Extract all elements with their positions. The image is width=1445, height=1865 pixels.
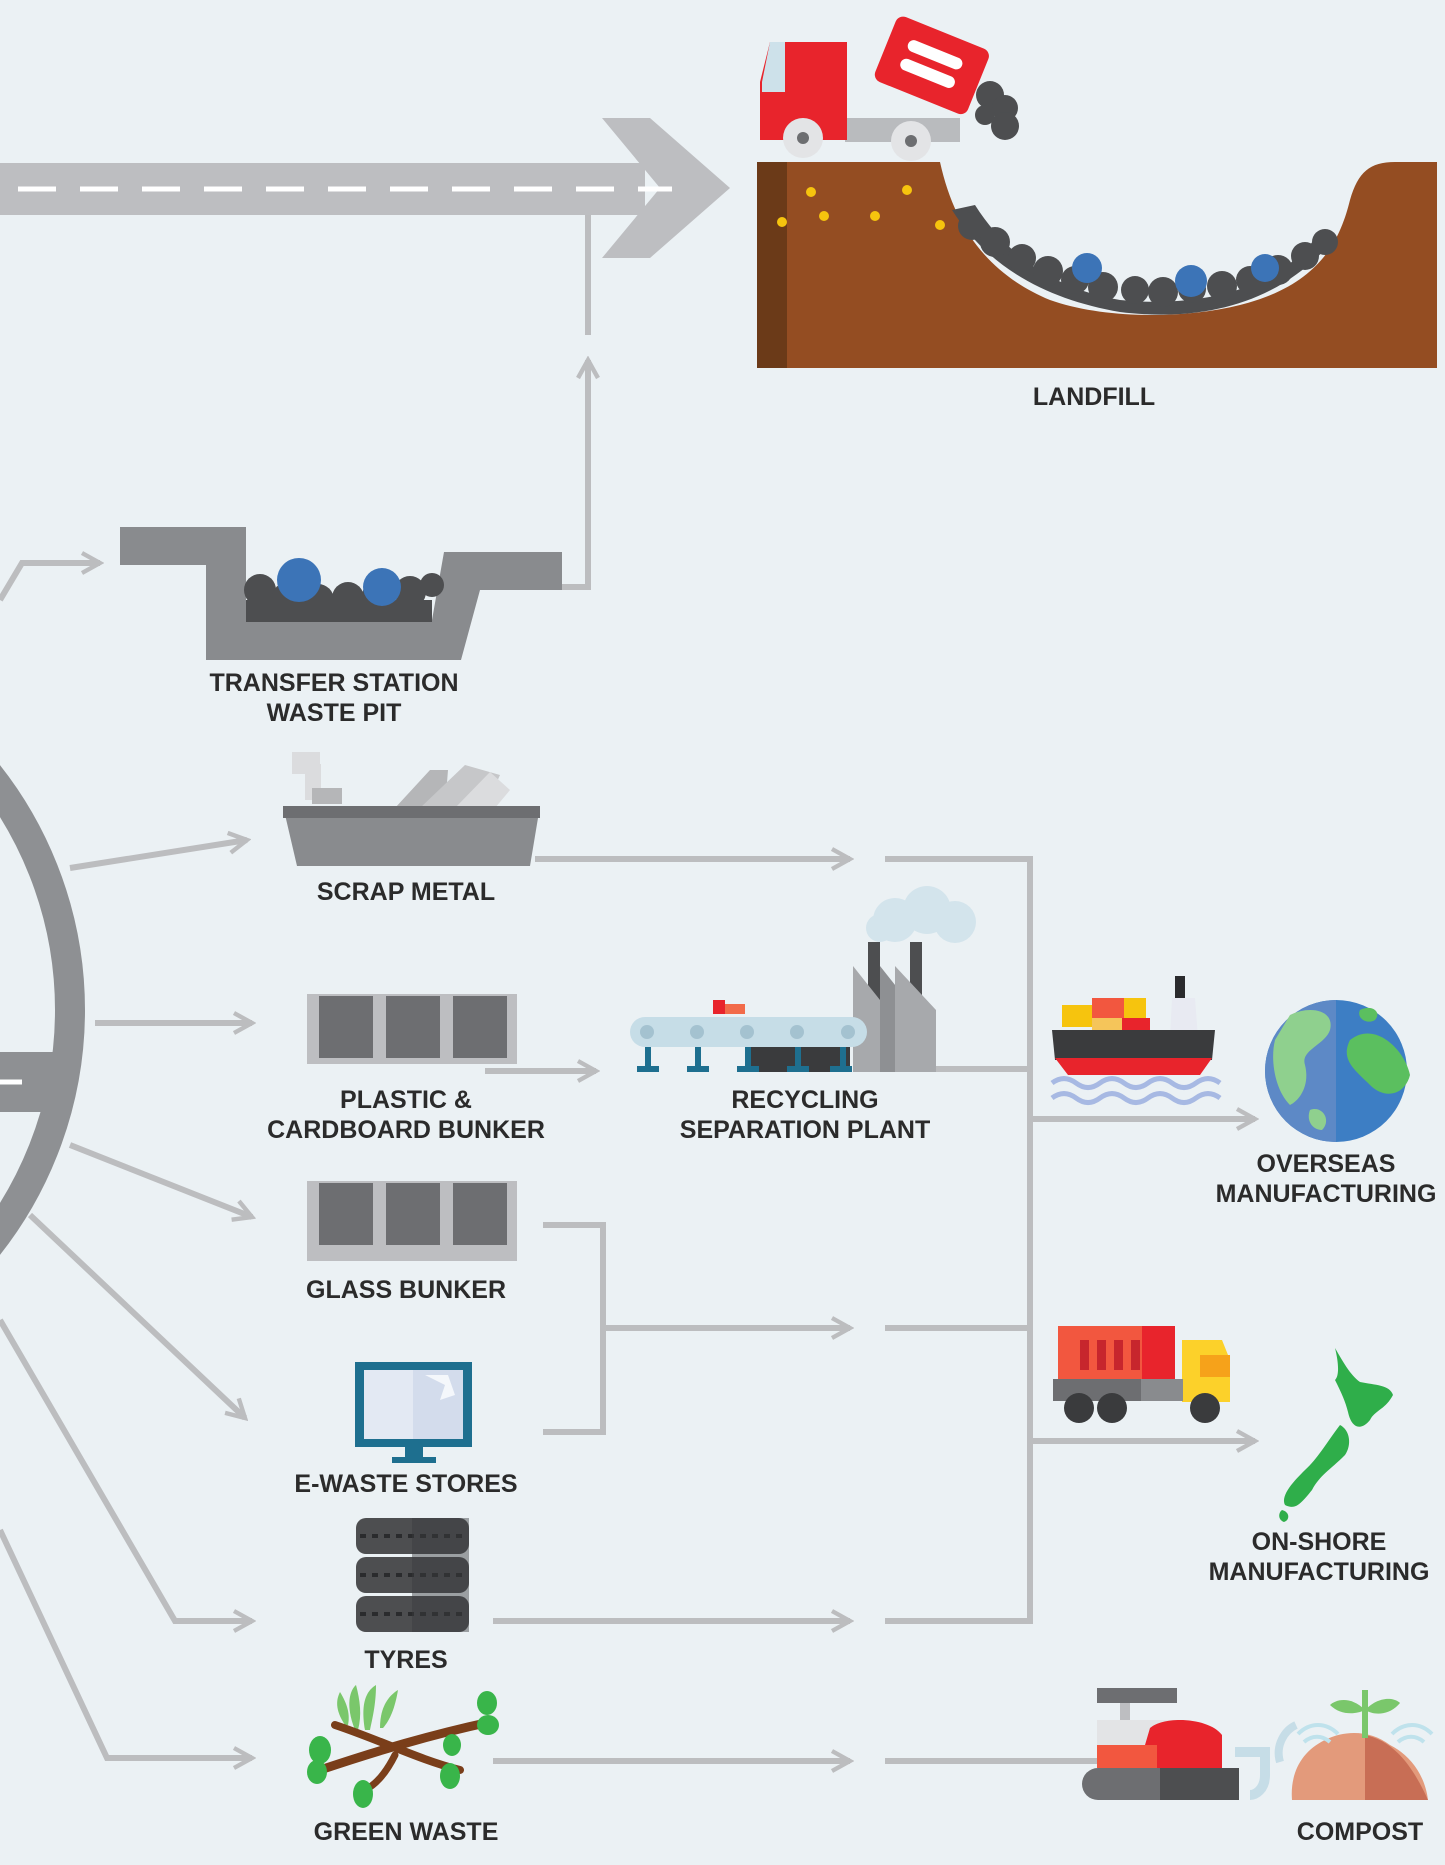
arrow-to-green-waste (0, 1528, 252, 1758)
new-zealand-map-icon (1279, 1348, 1393, 1522)
recycling-plant-label: RECYCLING SEPARATION PLANT (680, 1085, 930, 1145)
glass-bunker-label: GLASS BUNKER (305, 1276, 507, 1304)
recycling-plant-label-line2: SEPARATION PLANT (679, 1116, 931, 1144)
arrow-to-transfer-station (0, 563, 100, 602)
main-road-arrow (0, 118, 730, 258)
transfer-station-label-line1: TRANSFER STATION (209, 669, 459, 697)
composting-machine-icon (1082, 1688, 1298, 1800)
scrap-metal-bin-icon (283, 752, 540, 866)
onshore-label-line2: MANUFACTURING (1208, 1558, 1430, 1586)
onshore-label: ON-SHORE MANUFACTURING (1209, 1527, 1430, 1587)
plastic-cardboard-bunker-icon (307, 994, 517, 1064)
compost-pile-icon (1291, 1690, 1434, 1800)
flow-arrows (0, 215, 1255, 1761)
transfer-station-label: TRANSFER STATION WASTE PIT (209, 668, 458, 728)
plastic-cardboard-label: PLASTIC & CARDBOARD BUNKER (267, 1085, 545, 1145)
arrow-to-ewaste (27, 1212, 245, 1418)
green-waste-branch-icon (307, 1685, 499, 1808)
arrow-to-scrap-metal (69, 840, 247, 871)
onshore-label-line1: ON-SHORE (1251, 1528, 1387, 1556)
glass-bunker-icon (307, 1181, 517, 1261)
rubbish-bag-icon (1072, 253, 1279, 297)
overseas-label-line1: OVERSEAS (1256, 1150, 1396, 1178)
transfer-station-label-line2: WASTE PIT (266, 699, 402, 727)
transfer-station-pit-icon (120, 527, 562, 660)
glass-ewaste-join (543, 1222, 606, 1435)
recycling-plant-icon (630, 886, 976, 1072)
dump-truck-icon (760, 16, 1019, 161)
overseas-label: OVERSEAS MANUFACTURING (1216, 1149, 1437, 1209)
globe-icon (1265, 1000, 1410, 1142)
tyre-stack-icon (356, 1518, 469, 1632)
compost-label: COMPOST (1296, 1818, 1424, 1846)
tyres-label: TYRES (364, 1646, 448, 1674)
arrow-to-glass-bunker (68, 1142, 252, 1217)
recycling-plant-label-line1: RECYCLING (731, 1086, 879, 1114)
plastic-cardboard-label-line1: PLASTIC & (340, 1086, 472, 1114)
landfill-icon (757, 162, 1437, 368)
scrap-metal-label: SCRAP METAL (316, 878, 496, 906)
arrow-to-tyres (0, 1318, 252, 1621)
monitor-icon (355, 1362, 472, 1463)
collection-ring (0, 765, 85, 1255)
cargo-ship-icon (1050, 976, 1222, 1105)
green-waste-label: GREEN WASTE (313, 1818, 499, 1846)
landfill-label: LANDFILL (1032, 383, 1156, 411)
onshore-truck-icon (1053, 1326, 1230, 1423)
overseas-label-line2: MANUFACTURING (1215, 1180, 1437, 1208)
rubbish-bag-icon (277, 558, 401, 606)
plastic-cardboard-label-line2: CARDBOARD BUNKER (267, 1116, 545, 1144)
arrow-transfer-to-landfill (550, 360, 588, 590)
ewaste-label: E-WASTE STORES (294, 1470, 518, 1498)
hub-collector-line (885, 856, 1033, 1624)
